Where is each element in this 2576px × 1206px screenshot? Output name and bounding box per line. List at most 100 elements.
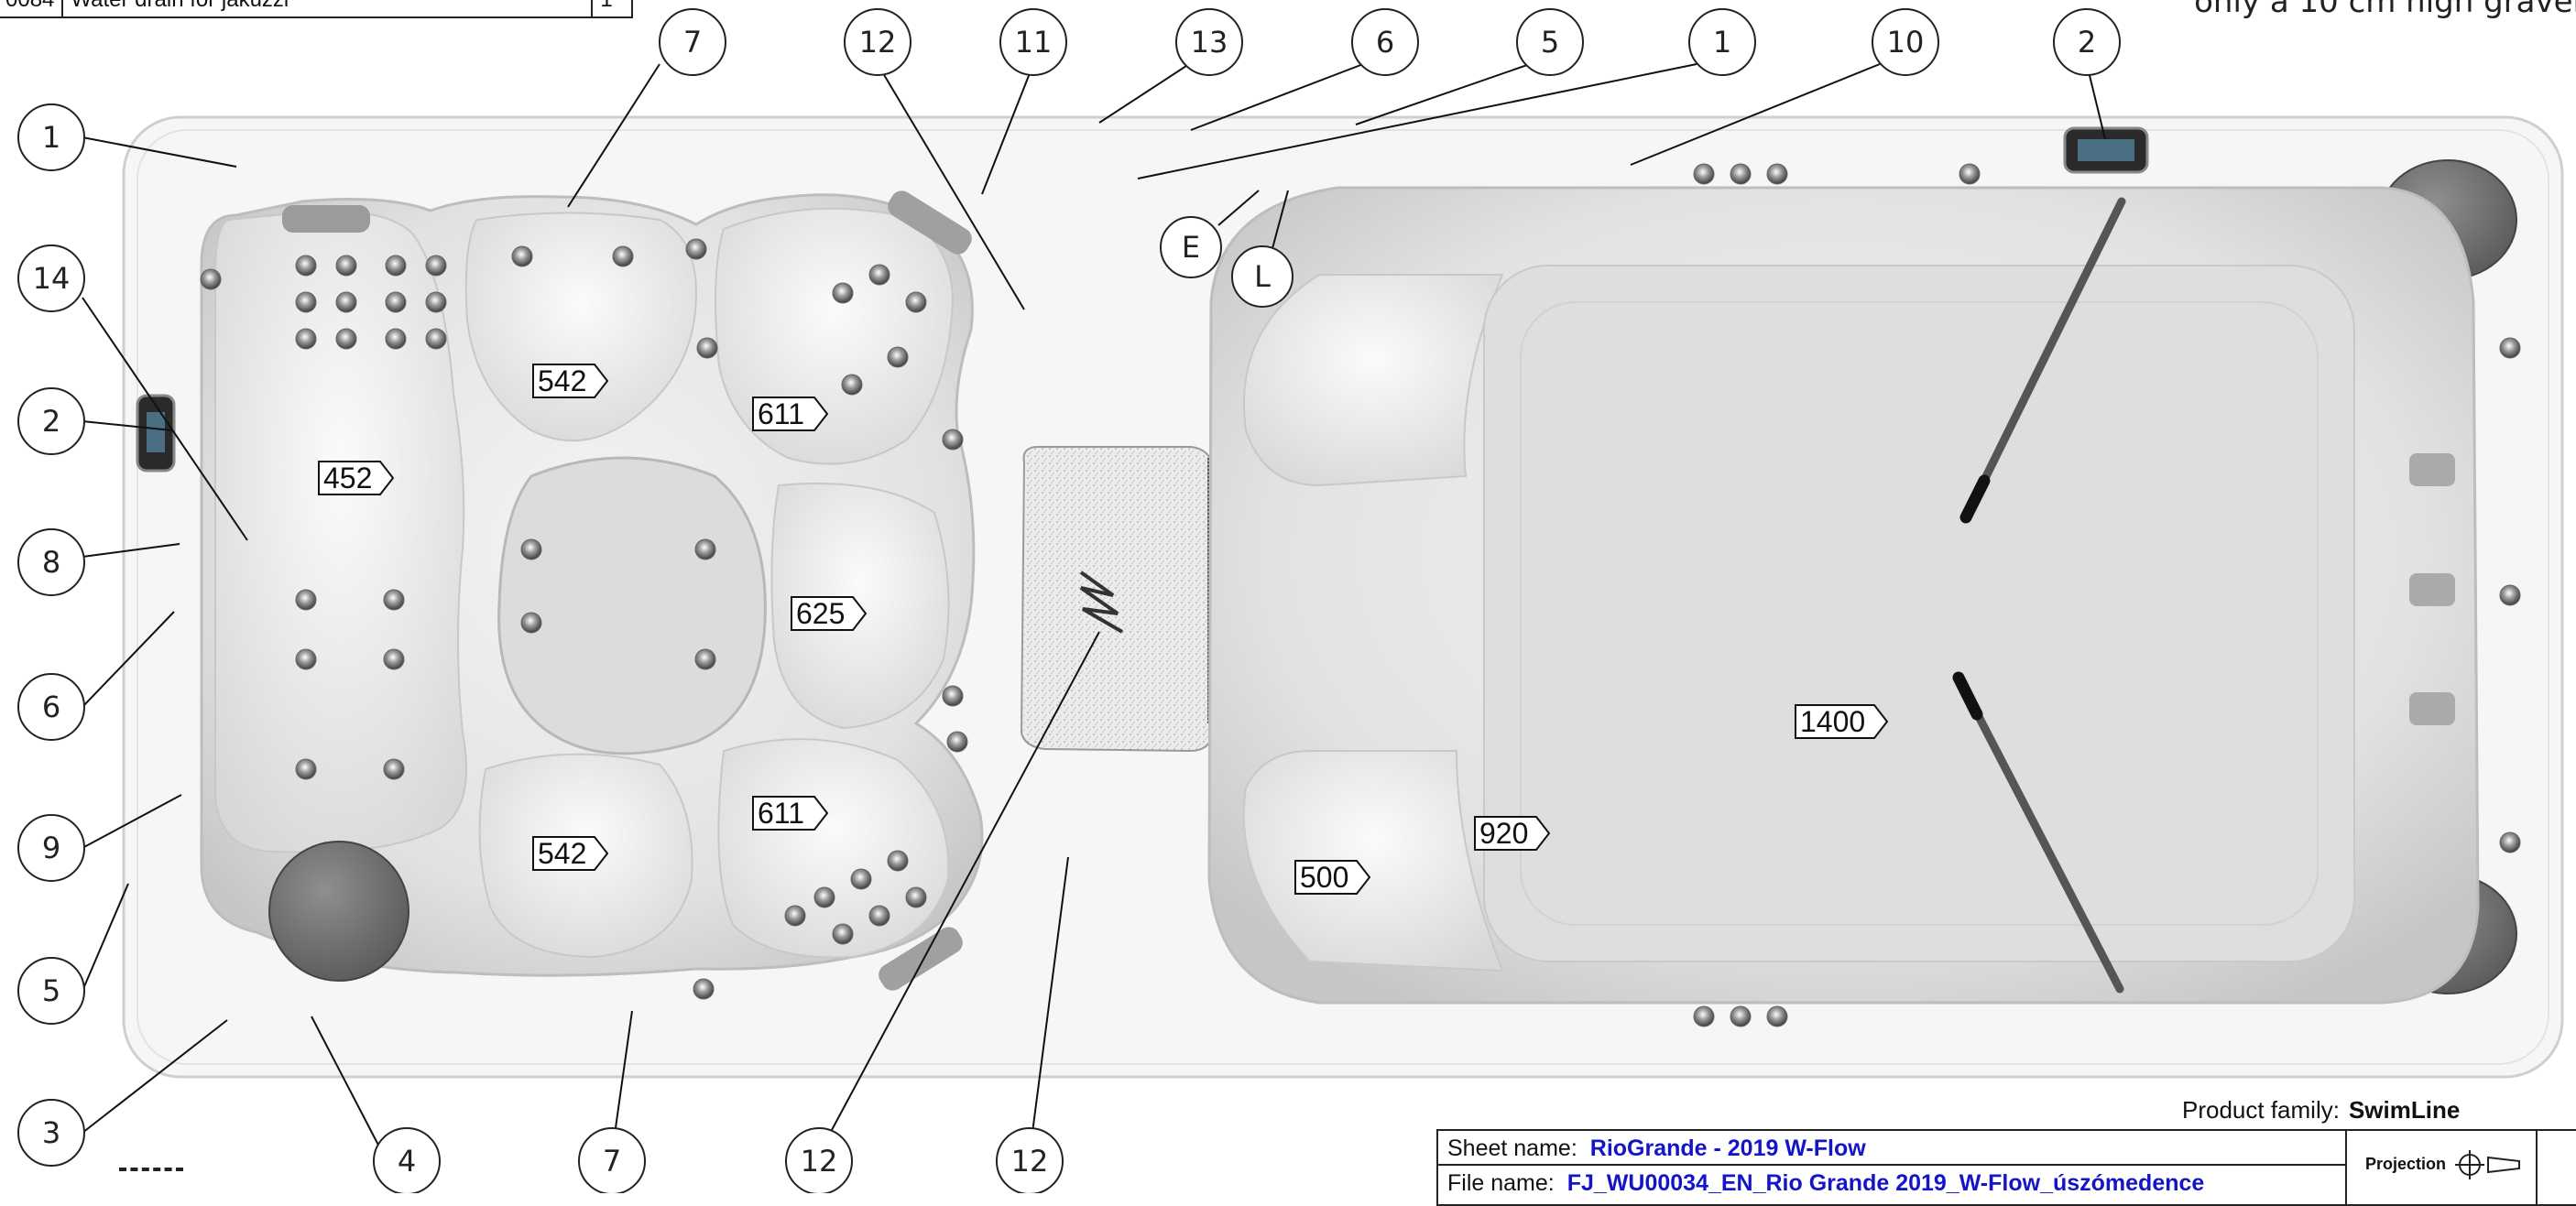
callout-number: 6: [1376, 25, 1394, 60]
swim-step-left: [1242, 274, 1504, 487]
callout-number: 12: [1011, 1144, 1049, 1179]
depth-tag: 1400: [1795, 704, 1889, 739]
callout-bottom: 4: [373, 1127, 441, 1193]
projection-cell: Projection: [2345, 1131, 2538, 1204]
callout-number: 2: [42, 404, 60, 439]
jet-nozzle: [1730, 163, 1752, 185]
jet-nozzle: [685, 238, 707, 260]
jet-nozzle: [1766, 163, 1788, 185]
callout-number: 1: [1713, 25, 1731, 60]
jacuzzi-footwell: [497, 456, 767, 755]
jet-nozzle: [520, 538, 542, 560]
jet-nozzle: [905, 291, 927, 313]
depth-tag: 542: [532, 836, 609, 871]
callout-left: 2: [17, 387, 85, 455]
callout-number: 8: [42, 545, 60, 580]
part-description: Water drain for jakuzzi: [61, 0, 594, 18]
divider-step: [1020, 446, 1215, 753]
jet-nozzle: [1693, 163, 1715, 185]
jet-nozzle: [813, 886, 835, 908]
callout-number: 2: [2078, 25, 2096, 60]
jet-nozzle: [942, 685, 964, 707]
jet-nozzle: [385, 255, 407, 277]
jet-nozzle: [295, 291, 317, 313]
jet-nozzle: [1959, 163, 1981, 185]
callout-number: 12: [801, 1144, 838, 1179]
resistance-bar: [1954, 673, 2124, 994]
callout-number: 13: [1191, 25, 1228, 60]
depth-tag: 920: [1474, 816, 1551, 851]
callout-left: 9: [17, 814, 85, 882]
callout-left: 14: [17, 244, 85, 312]
jet-nozzle: [383, 648, 405, 670]
depth-tag: 500: [1294, 860, 1371, 895]
depth-value: 542: [538, 837, 586, 870]
jet-nozzle: [832, 282, 854, 304]
callout-number: 5: [42, 973, 60, 1008]
jet-nozzle: [2499, 831, 2521, 853]
depth-tag: 611: [752, 796, 829, 831]
jet-nozzle: [942, 429, 964, 451]
jet-nozzle: [335, 255, 357, 277]
jet-nozzle: [868, 264, 890, 286]
jet-nozzle: [694, 538, 716, 560]
callout-top: 12: [844, 8, 911, 76]
jet-nozzle: [295, 255, 317, 277]
callout-top: 10: [1872, 8, 1939, 76]
jet-nozzle: [693, 978, 715, 1000]
callout-left: 6: [17, 673, 85, 741]
cover-lifter-pad: [268, 841, 409, 982]
jet-nozzle: [295, 758, 317, 780]
jet-nozzle: [905, 886, 927, 908]
jet-nozzle: [1730, 1005, 1752, 1027]
swim-step-bottom: [1242, 750, 1504, 972]
product-family: Product family:SwimLine: [2182, 1096, 2460, 1125]
callout-number: 6: [42, 690, 60, 724]
callout-number: 7: [603, 1144, 621, 1179]
jet-nozzle: [1766, 1005, 1788, 1027]
depth-value: 920: [1479, 817, 1528, 850]
swim-jet-grille: [2409, 692, 2455, 725]
swim-jet-grille: [2409, 573, 2455, 606]
jacuzzi-seat-topright: [715, 207, 955, 465]
callout-left: 5: [17, 957, 85, 1025]
callout-bottom: 7: [578, 1127, 646, 1193]
jet-nozzle: [868, 905, 890, 927]
jacuzzi-seat-bottomright: [717, 738, 950, 959]
sheet-name-row: Sheet name:RioGrande - 2019 W-Flow: [1438, 1131, 2345, 1166]
jet-nozzle: [696, 337, 718, 359]
jet-nozzle: [385, 291, 407, 313]
depth-tag: 625: [791, 596, 868, 631]
projection-symbol: [2455, 1150, 2520, 1179]
callout-bottom: 12: [996, 1127, 1064, 1193]
jet-nozzle: [335, 328, 357, 350]
callout-number: 4: [398, 1144, 416, 1179]
depth-tag: 611: [752, 397, 829, 431]
callout-top: 1: [1688, 8, 1756, 76]
callout-left: 1: [17, 103, 85, 171]
callout-top: 5: [1516, 8, 1584, 76]
callout-number: 10: [1887, 25, 1925, 60]
w-flow-logo: [1079, 570, 1124, 634]
depth-value: 500: [1300, 861, 1348, 894]
callout-top: 2: [2053, 8, 2121, 76]
swim-floor: [1483, 265, 2355, 962]
depth-tag: 452: [318, 461, 395, 495]
sheet-name-value: RioGrande - 2019 W-Flow: [1589, 1135, 1866, 1161]
callout-number: 11: [1015, 25, 1053, 60]
depth-value: 611: [758, 397, 804, 430]
jet-nozzle: [841, 374, 863, 396]
control-panel-top-screen: [2078, 139, 2134, 161]
corner-note: only a 10 cm high gravel: [2194, 0, 2576, 20]
callout-controls: E: [1160, 216, 1222, 278]
jet-nozzle: [832, 923, 854, 945]
jet-nozzle: [295, 648, 317, 670]
file-name-value: FJ_WU00034_EN_Rio Grande 2019_W-Flow_úsz…: [1566, 1170, 2205, 1196]
resistance-bar-grip: [1952, 671, 1983, 721]
callout-number: 5: [1541, 25, 1559, 60]
jet-nozzle: [2499, 337, 2521, 359]
headrest-bottom-right: [879, 927, 963, 991]
depth-value: 625: [796, 597, 845, 630]
